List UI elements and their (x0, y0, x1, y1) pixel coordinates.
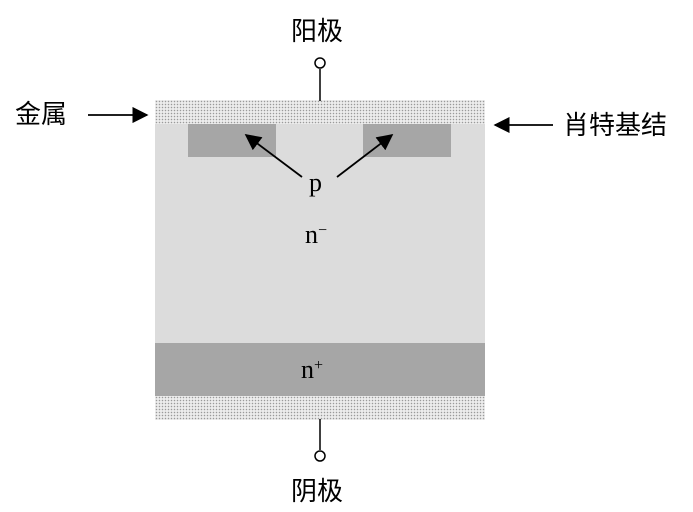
n-plus-superscript: + (314, 357, 324, 374)
top-metal-layer (155, 100, 485, 124)
n-minus-base: n (305, 220, 318, 249)
n-minus-superscript: − (318, 222, 328, 239)
p-arrow-left (244, 134, 303, 178)
schottky-junction-label: 肖特基结 (563, 111, 668, 141)
n-plus-region (155, 343, 485, 396)
n-minus-region (155, 124, 485, 343)
n-minus-label: n− (305, 220, 327, 250)
p-arrow-right (336, 134, 394, 178)
n-plus-label: n+ (301, 355, 323, 385)
cathode-label: 阴极 (291, 477, 344, 507)
n-plus-base: n (301, 355, 314, 384)
bottom-metal-layer (155, 396, 485, 420)
anode-label: 阳极 (291, 17, 344, 47)
cathode-terminal (314, 450, 326, 462)
metal-label: 金属 (15, 100, 68, 130)
anode-terminal (314, 57, 326, 69)
p-region-label: p (309, 168, 322, 197)
